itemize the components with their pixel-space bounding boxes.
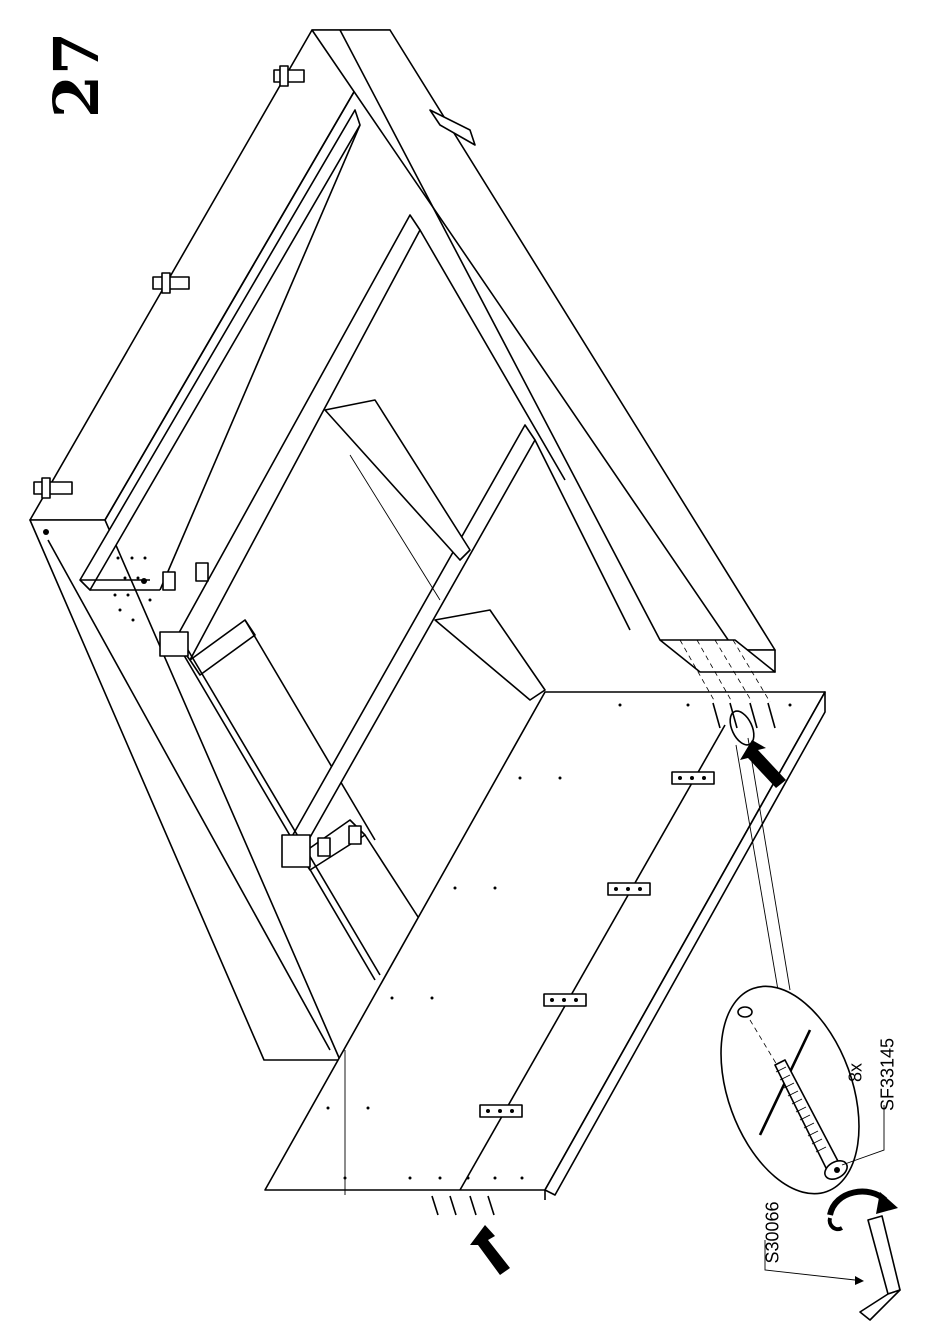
head-rail — [312, 30, 775, 672]
tool-part-code: S30066 — [763, 1188, 784, 1278]
allen-key-icon — [765, 1216, 900, 1320]
outer-side-rail — [30, 30, 390, 1060]
fastener-quantity: 8x — [846, 1043, 867, 1103]
fastener-part-code: SF33145 — [878, 1025, 899, 1125]
rotate-arrow-icon — [830, 1192, 898, 1230]
